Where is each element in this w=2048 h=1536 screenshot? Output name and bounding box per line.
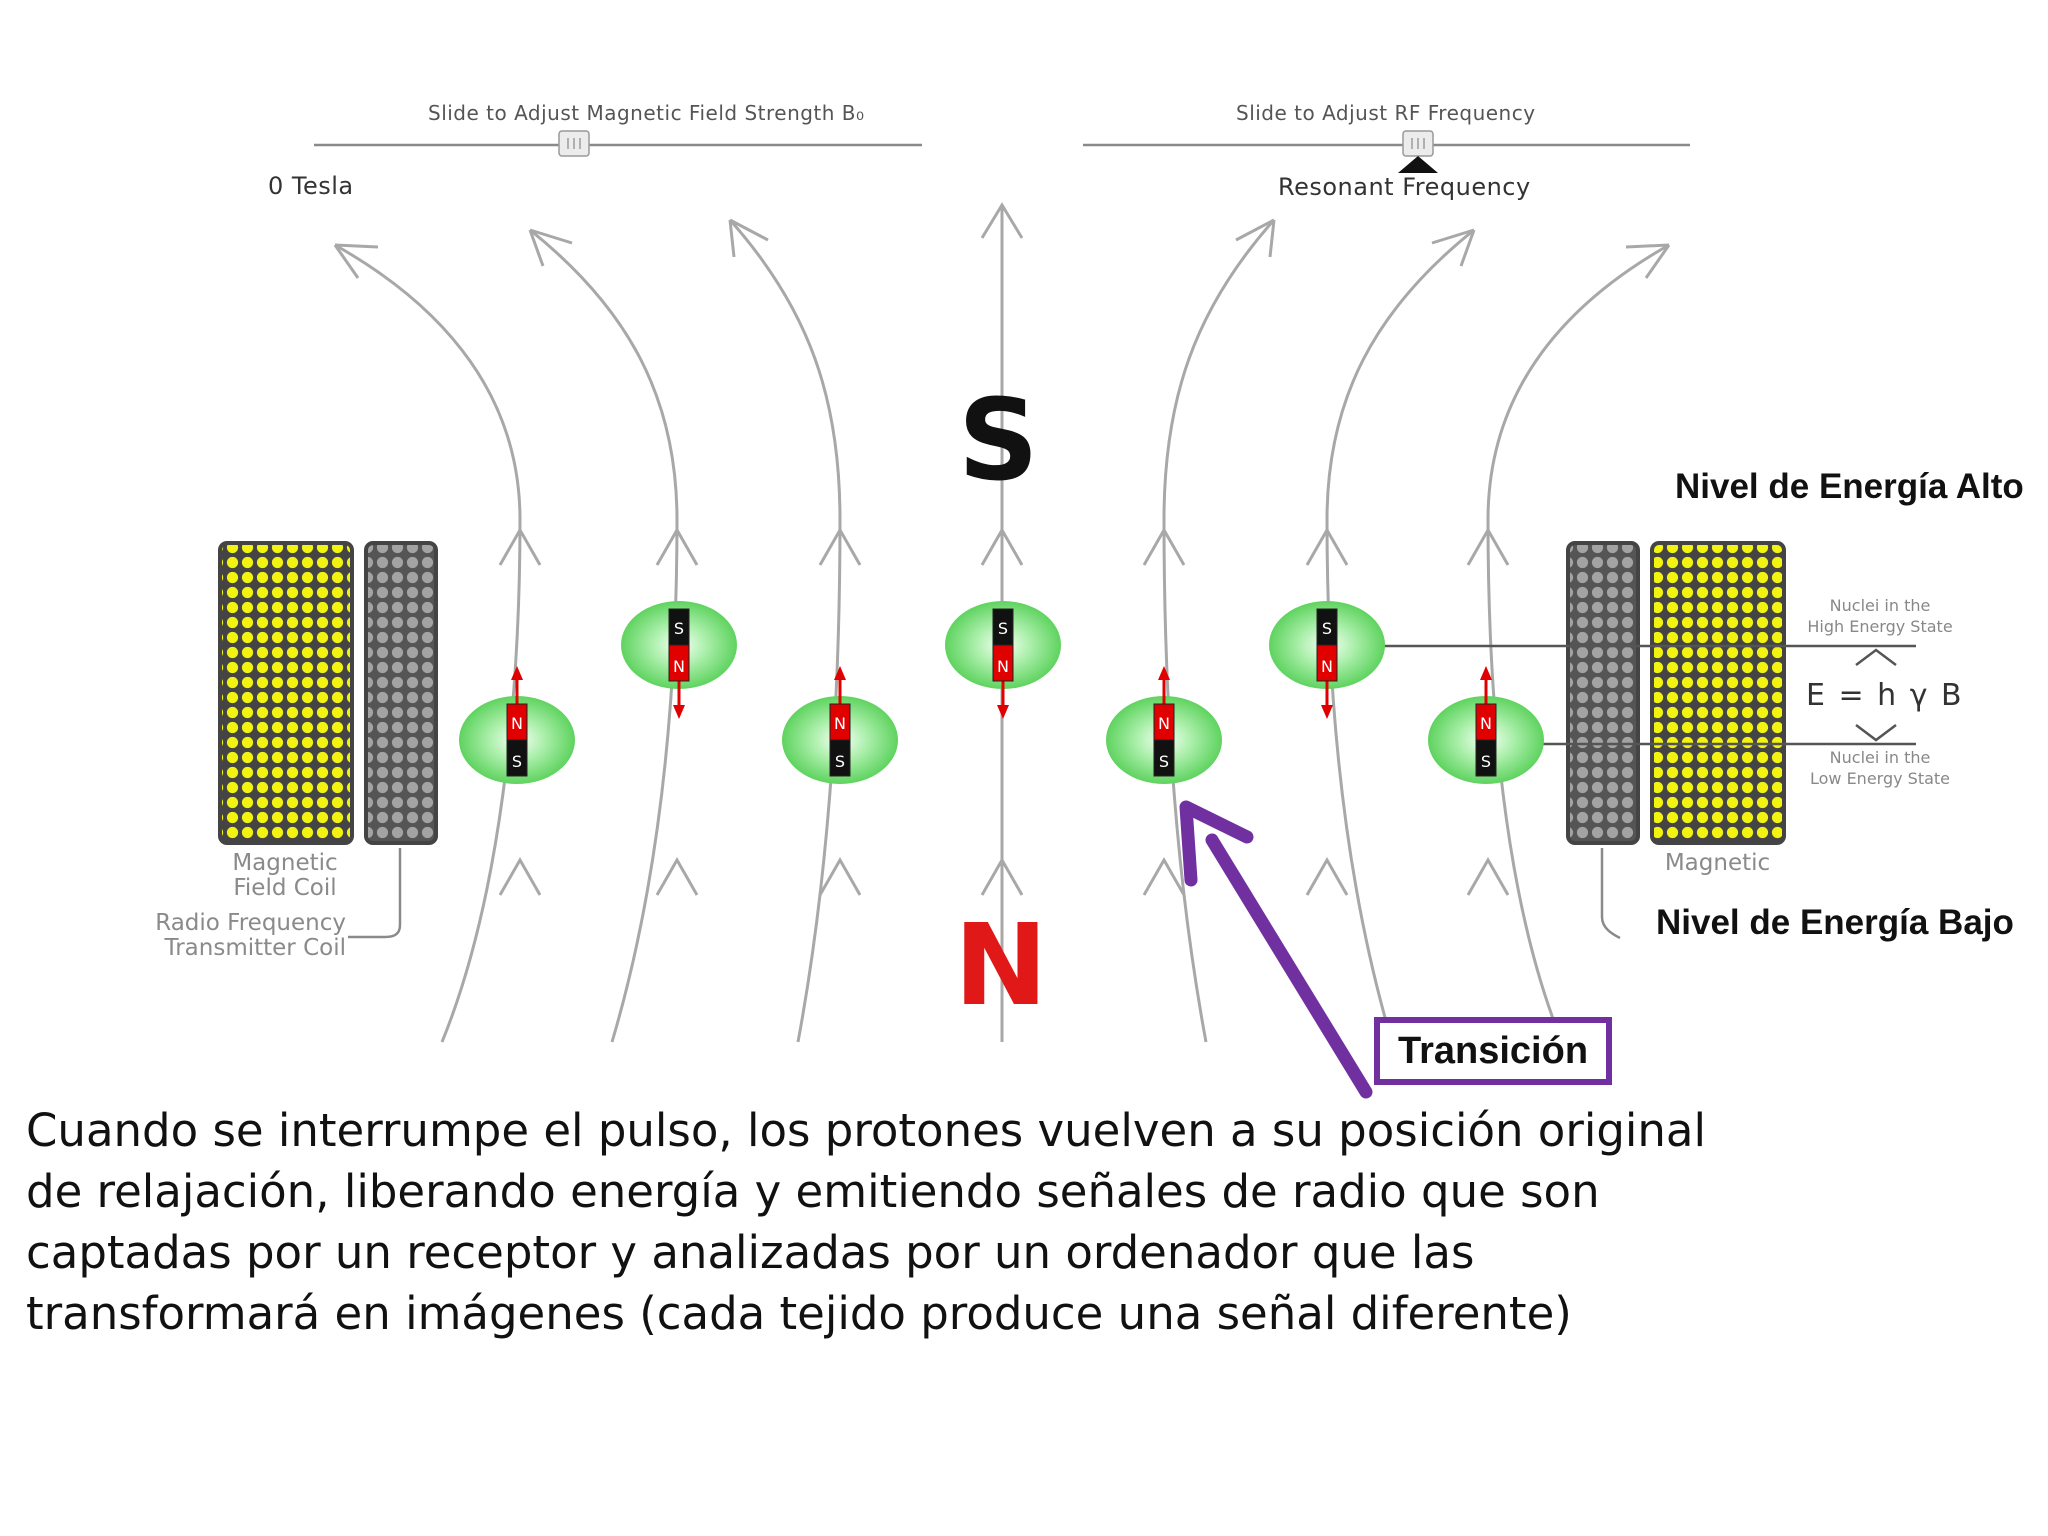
magnet-pole-label: N [997,657,1009,676]
field-line-arrows [333,202,1671,896]
magnet-pole-label: N [511,714,523,733]
nivel-energia-alto: Nivel de Energía Alto [1675,467,2024,506]
energy-equation: E = h γ B [1806,678,1964,713]
caption-line: captadas por un receptor y analizadas po… [26,1226,1475,1279]
magnet-pole-label: N [1158,714,1170,733]
energy-level-lines [1362,644,1916,746]
resonance-marker-icon [1398,156,1438,173]
rf-frequency-slider-label: Slide to Adjust RF Frequency [1236,101,1536,125]
left-rf-transmitter-coil [364,541,438,845]
nucleus-high: SN [621,601,737,719]
field-line [1162,219,1276,1043]
field-strength-slider[interactable] [314,130,922,157]
magnetic-field-coil-label: Magnetic Field Coil [232,850,338,902]
caption-line: de relajación, liberando energía y emiti… [26,1165,1600,1218]
caption-line: transformará en imágenes (cada tejido pr… [26,1287,1572,1340]
south-pole-label: S [958,376,1039,506]
transicion-label: Transición [1397,1029,1589,1072]
nucleus-low: NS [1106,666,1222,784]
nucleus-high: SN [1269,601,1385,719]
field-strength-slider-label: Slide to Adjust Magnetic Field Strength … [428,101,865,125]
right-rf-coil [1566,541,1640,845]
nucleus-low: NS [459,666,575,784]
field-line [334,243,522,1043]
high-energy-state-label: Nuclei in the High Energy State [1807,596,1953,636]
nucleus-low: NS [1428,666,1544,784]
magnet-pole-label: S [1322,619,1332,638]
field-line [728,219,842,1043]
nivel-energia-bajo: Nivel de Energía Bajo [1656,903,2014,942]
magnet-pole-label: N [834,714,846,733]
magnet-pole-label: S [674,619,684,638]
magnet-pole-label: S [1481,752,1491,771]
magnet-pole-label: N [673,657,685,676]
field-line [529,228,679,1043]
nucleus-low: NS [782,666,898,784]
field-line [1325,228,1475,1043]
transicion-box: Transición [1374,1017,1612,1085]
nucleus-high: SN [945,601,1061,719]
field-lines [334,205,1670,1043]
caption-text: Cuando se interrumpe el pulso, los proto… [26,1100,1986,1344]
magnet-pole-label: S [998,619,1008,638]
magnet-pole-label: S [1159,752,1169,771]
caption-line: Cuando se interrumpe el pulso, los proto… [26,1104,1707,1157]
rf-frequency-slider[interactable] [1083,130,1690,173]
field-strength-value: 0 Tesla [268,172,354,200]
energy-chevrons [1855,648,1897,742]
leader-lines [348,848,1621,940]
right-magnetic-coil [1650,541,1786,845]
transition-arrow [1179,800,1373,1099]
magnet-pole-label: N [1480,714,1492,733]
magnet-pole-label: N [1321,657,1333,676]
left-magnetic-field-coil [218,541,354,845]
rf-frequency-value: Resonant Frequency [1278,173,1531,201]
north-pole-label: N [954,901,1048,1031]
field-line [1486,243,1670,1043]
low-energy-state-label: Nuclei in the Low Energy State [1809,748,1951,788]
magnet-pole-label: S [512,752,522,771]
rf-transmitter-coil-label: Radio Frequency Transmitter Coil [155,910,346,962]
right-magnetic-coil-label: Magnetic [1664,850,1771,876]
magnet-pole-label: S [835,752,845,771]
